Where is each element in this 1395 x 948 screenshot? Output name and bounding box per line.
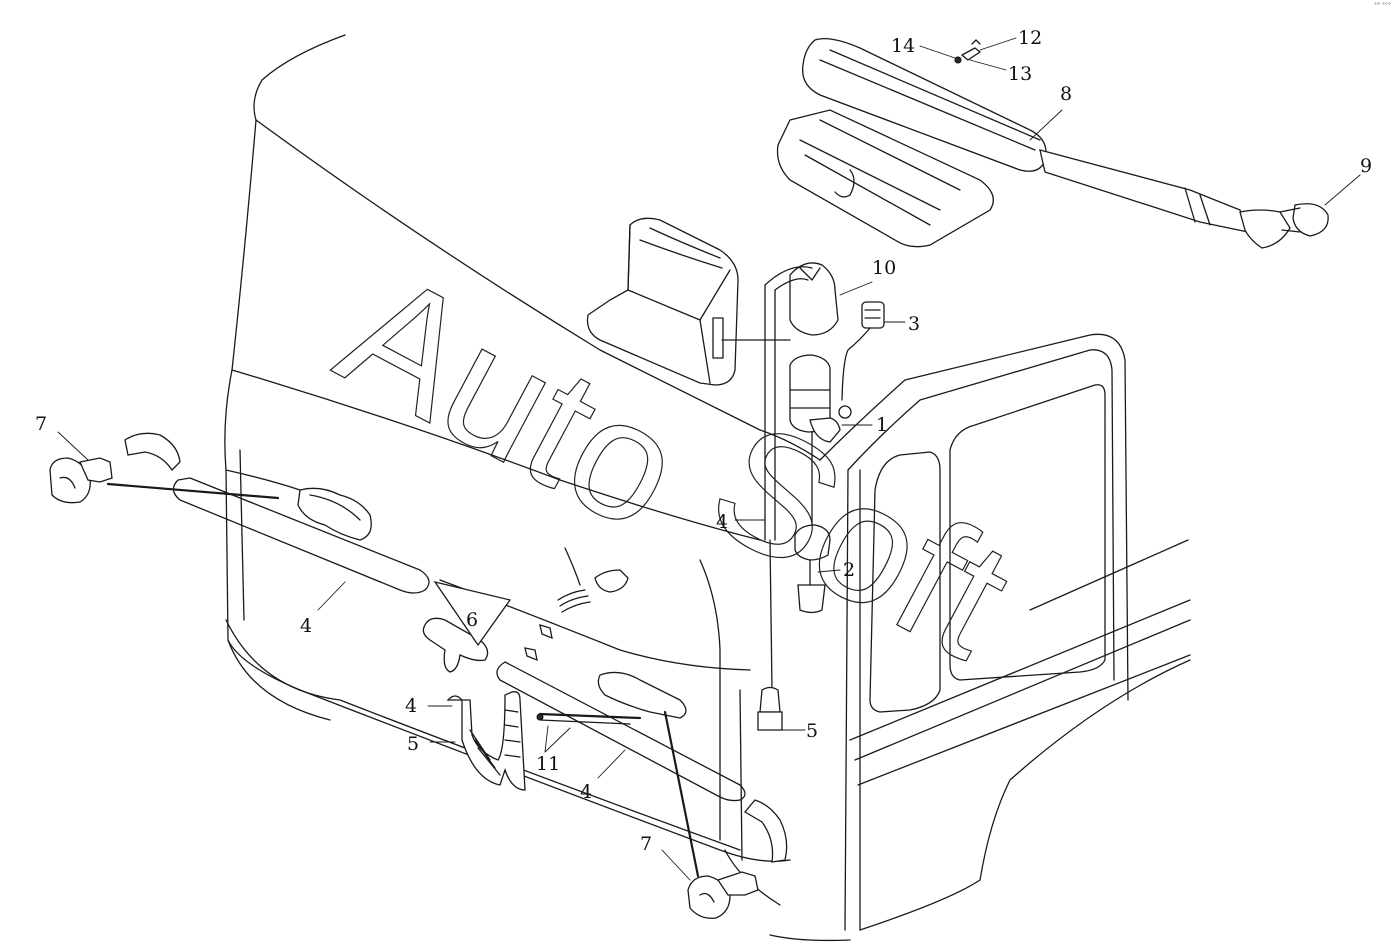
part-1-pump xyxy=(789,354,852,443)
part-11-screws xyxy=(536,712,642,725)
callout-6: 6 xyxy=(466,609,478,631)
callout-9: 9 xyxy=(1360,155,1372,177)
callout-5-left: 5 xyxy=(407,733,419,755)
callout-7-left: 7 xyxy=(35,413,47,435)
cab-outline xyxy=(224,34,1191,942)
part-7-nozzle-left xyxy=(49,457,280,504)
parts-12-13-14 xyxy=(954,39,981,64)
callout-3: 3 xyxy=(908,313,920,335)
leader-lines xyxy=(57,37,1361,881)
callout-14: 14 xyxy=(891,35,915,57)
callout-10: 10 xyxy=(872,257,896,279)
part-6-plate xyxy=(433,580,512,647)
part-2-grommet xyxy=(794,431,831,614)
callout-4-lower: 4 xyxy=(405,695,417,717)
part-8-washer-bar xyxy=(776,37,1329,249)
grille xyxy=(172,477,746,802)
part-3-connector xyxy=(841,301,885,401)
callout-13: 13 xyxy=(1008,63,1032,85)
callout-4-left: 4 xyxy=(300,615,312,637)
callout-4-center: 4 xyxy=(716,511,728,533)
callout-11: 11 xyxy=(536,753,560,775)
callout-7-bottom: 7 xyxy=(640,833,652,855)
callout-5-right: 5 xyxy=(806,720,818,742)
part-10-filler-neck xyxy=(764,262,839,541)
callout-12: 12 xyxy=(1018,27,1042,49)
callout-1: 1 xyxy=(876,414,888,436)
part-7-nozzle-bottom xyxy=(663,710,759,919)
callout-labels: 1 2 3 4 4 4 4 5 5 6 7 7 8 9 10 11 12 13 … xyxy=(35,27,1372,855)
watermark-soft: Soft xyxy=(683,385,1039,695)
callout-2: 2 xyxy=(843,559,855,581)
right-hose-and-connector xyxy=(757,539,783,731)
lower-hoses xyxy=(124,432,788,863)
callout-4-bottom: 4 xyxy=(580,781,592,803)
washer-reservoir xyxy=(586,217,791,386)
corner-mark: °° °°° xyxy=(1374,2,1391,9)
callout-8: 8 xyxy=(1060,83,1072,105)
